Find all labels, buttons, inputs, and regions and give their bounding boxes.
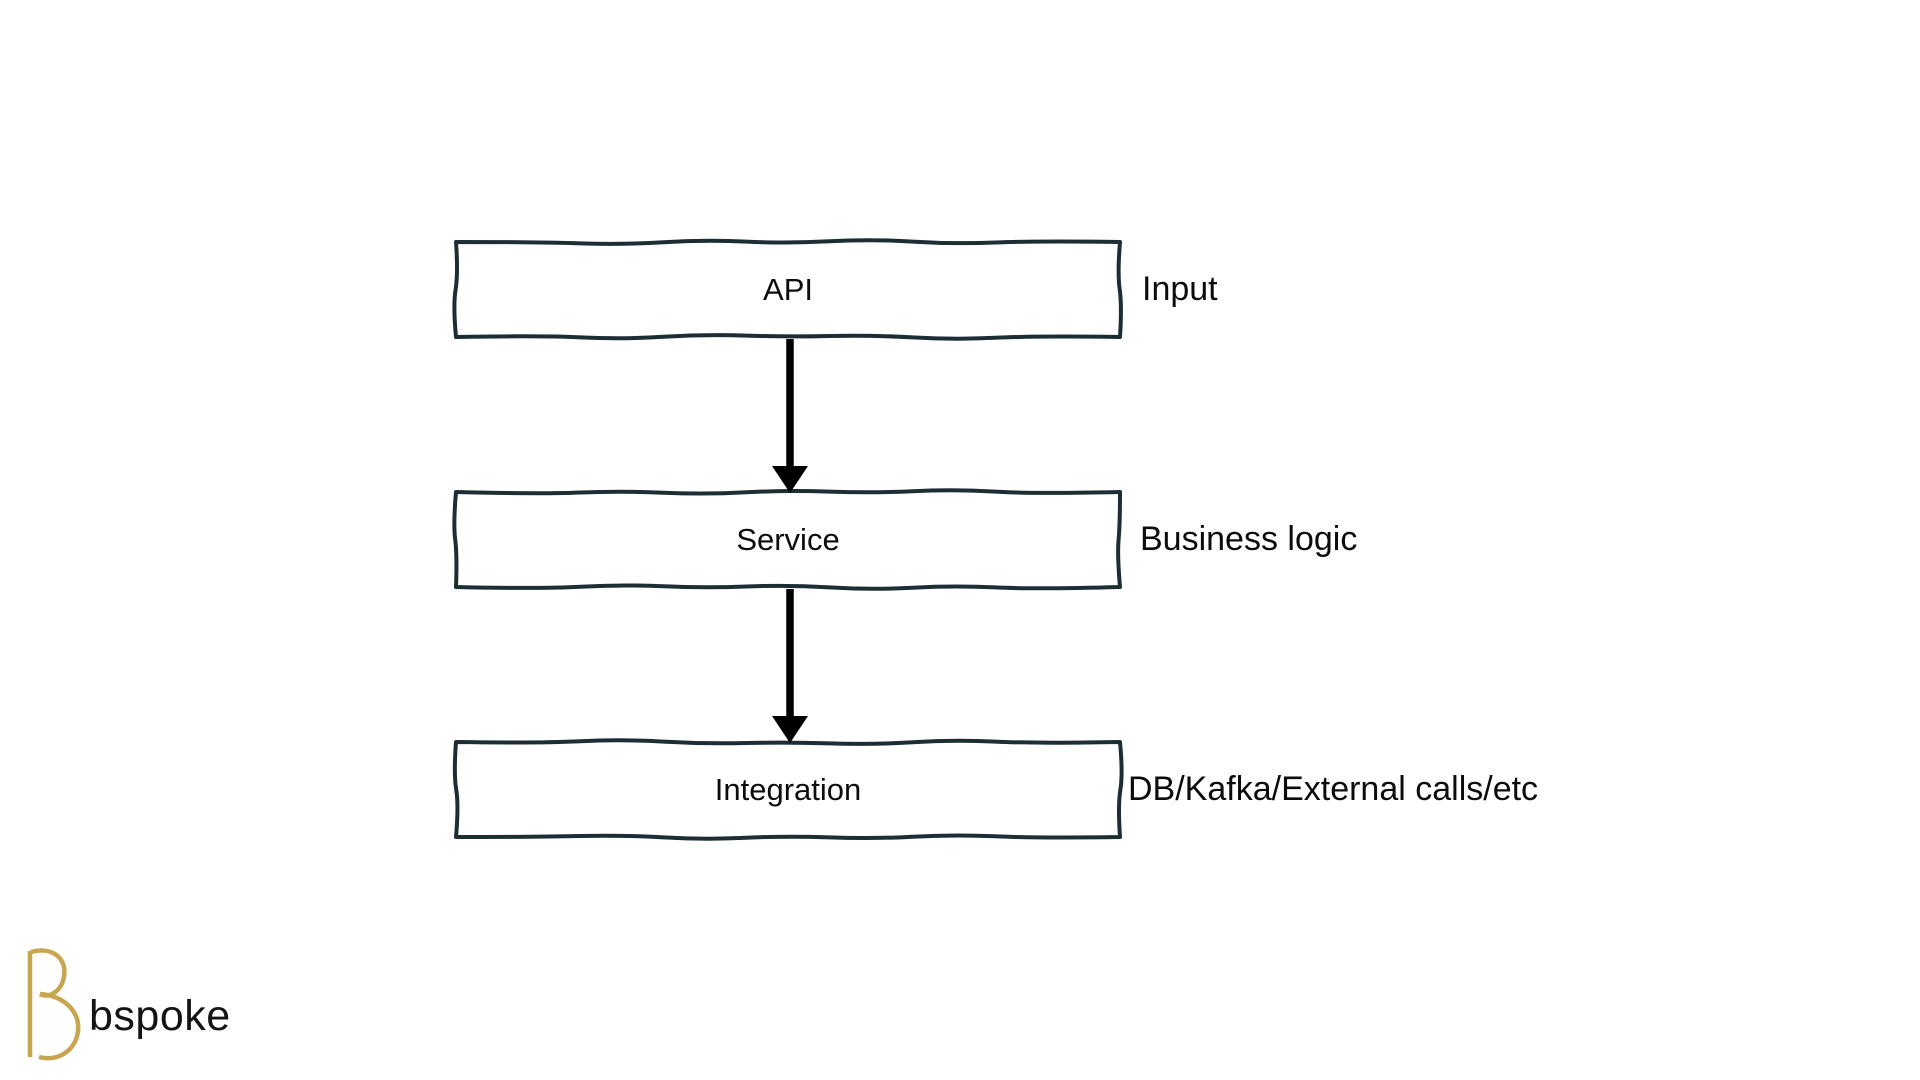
integration-box bbox=[452, 738, 1124, 841]
bspoke-logo-text: bspoke bbox=[89, 992, 231, 1040]
arrow-api-to-service-head bbox=[772, 466, 808, 493]
arrow-service-to-integration bbox=[772, 589, 808, 743]
service-box bbox=[452, 488, 1122, 591]
api-box bbox=[452, 238, 1123, 341]
arrow-api-to-service bbox=[772, 339, 808, 493]
logo-mark-bottom-bowl bbox=[38, 991, 81, 1061]
bspoke-logo-mark bbox=[27, 948, 81, 1061]
arrow-service-to-integration-head bbox=[772, 716, 808, 743]
logo-mark-top-bowl bbox=[30, 948, 67, 998]
